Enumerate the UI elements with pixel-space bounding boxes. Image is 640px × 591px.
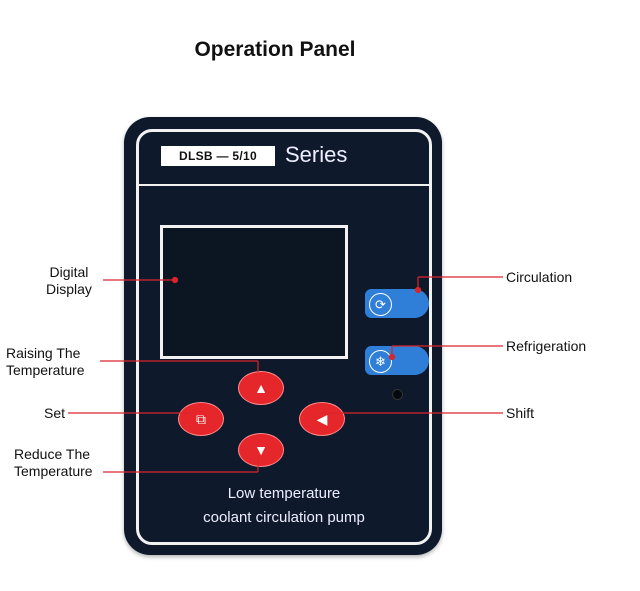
set-icon: ⧉ [196,410,206,427]
reduce-temperature-button[interactable]: ▼ [238,433,284,467]
digital-display [160,225,348,359]
label-digital-display-line2: Display [46,281,92,297]
leader-dot-circulation [414,286,422,294]
caption-line-2: coolant circulation pump [203,509,365,526]
indicator-light [392,389,403,400]
label-reduce: Reduce The Temperature [14,446,93,480]
label-reduce-line2: Temperature [14,463,93,479]
raise-temperature-button[interactable]: ▲ [238,371,284,405]
model-label: DLSB — 5/10 [161,146,275,166]
label-set: Set [44,405,66,421]
shift-button[interactable]: ◀ [299,402,345,436]
label-circulation: Circulation [506,269,573,285]
leader-dot-digital-display [171,276,179,284]
arrow-left-icon: ◀ [316,410,328,427]
label-shift: Shift [506,405,535,421]
leader-dot-refrigeration [388,353,396,361]
caption-line-1: Low temperature [227,485,341,502]
label-reduce-line1: Reduce The [14,446,91,462]
triangle-up-icon: ▲ [254,380,268,396]
label-raising: Raising The Temperature [6,345,85,379]
label-digital-display-line1: Digital [49,264,89,280]
refrigeration-button[interactable]: ❄ [365,346,429,375]
page-title: Operation Panel [194,38,356,61]
header-divider [139,184,429,186]
control-panel: DLSB — 5/10 Series ⟳ ❄ ▲ ⧉ ◀ ▼ Low tempe… [124,117,442,555]
circulation-button[interactable]: ⟳ [365,289,429,318]
label-refrigeration: Refrigeration [506,338,587,354]
label-raising-line2: Temperature [6,362,85,378]
series-label: Series [285,142,348,167]
panel-frame: DLSB — 5/10 Series ⟳ ❄ ▲ ⧉ ◀ ▼ Low tempe… [136,129,432,545]
triangle-down-icon: ▼ [254,442,268,458]
label-raising-line1: Raising The [6,345,81,361]
label-digital-display: Digital Display [46,264,92,298]
set-button[interactable]: ⧉ [178,402,224,436]
snowflake-icon: ❄ [369,350,392,373]
circular-arrow-icon: ⟳ [369,293,392,316]
